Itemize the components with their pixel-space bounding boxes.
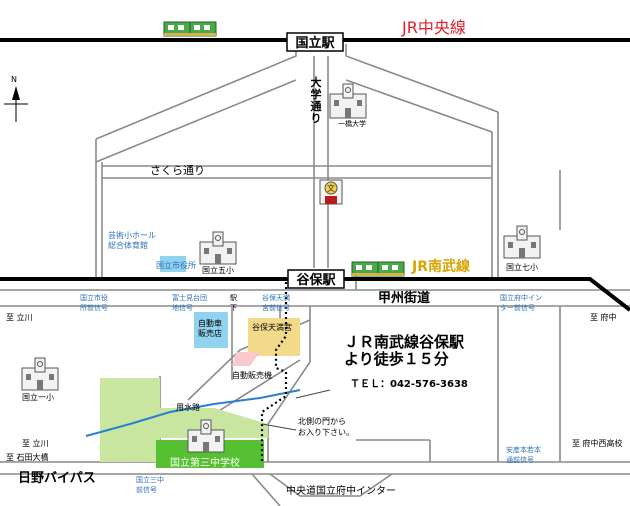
kunitachi-station-label: 国立駅: [295, 35, 335, 51]
car-dealer-label-1: 自動車: [198, 318, 222, 328]
green-area-north: [100, 378, 160, 462]
geijutsu-hall-label-1: 芸術小ホール: [108, 230, 156, 240]
signal-shiyakusho-1: 国立市役: [80, 293, 108, 302]
train-icon-chuo: [163, 21, 217, 37]
walking-route: [260, 282, 288, 462]
tenmangu-shrine-icon: 文: [319, 179, 343, 205]
yosuiro-label: 用水路: [176, 402, 200, 412]
kunitachi5-label: 国立五小: [202, 265, 234, 275]
direction-ishida-bridge: 至 石田大橋: [6, 452, 49, 462]
signal-yasaka-1: 安産本若本: [506, 445, 541, 454]
river-line: [85, 389, 301, 437]
hitotsubashi-label: 一橋大学: [338, 119, 366, 128]
kunitachi1-label: 国立一小: [22, 392, 54, 402]
signal-yasaka-2: 通前信号: [506, 455, 534, 464]
koshu-kaido-label: 甲州街道: [378, 290, 430, 306]
daigaku-dori-char: 学: [311, 87, 322, 101]
signal-shiyakusho-2: 所前信号: [80, 303, 108, 312]
note-line2: お入り下さい。: [298, 428, 354, 437]
yaho-station-box: [287, 269, 345, 289]
kunitachi1-school-icon: [21, 357, 59, 391]
direction-tachikawa-bottom: 至 立川: [22, 438, 49, 448]
chuo-line-label: JR中央線: [401, 18, 466, 37]
access-line2: より徒歩１５分: [344, 350, 449, 368]
signal-sanchu-2: 前信号: [136, 485, 157, 494]
kunitachi7-school-icon: [503, 225, 541, 259]
train-icon-nambu: [351, 261, 405, 277]
signal-inter-1: 国立府中イン: [500, 293, 542, 302]
yaho-station-label: 谷保駅: [296, 272, 336, 288]
kunitachi-station-box: [286, 32, 344, 52]
school-building-icon: [187, 419, 225, 453]
access-line1: ＪＲ南武線谷保駅: [344, 333, 465, 351]
note-leader: [261, 423, 297, 431]
compass-icon: N: [4, 75, 28, 122]
kunitachi7-label: 国立七小: [506, 262, 538, 272]
direction-fuchu-nishi: 至 府中西高校: [572, 438, 623, 448]
hitotsubashi-building-icon: [329, 83, 367, 119]
road-south-diagonal-2: [213, 359, 301, 415]
school-label: 国立第三中学校: [170, 456, 240, 469]
rail-nambu: [0, 277, 630, 312]
daigaku-dori-char: 大: [311, 75, 322, 89]
daigaku-dori-char: 通: [311, 100, 322, 113]
car-dealer2-label: 自動販売機: [232, 370, 272, 380]
road-ic-left: [269, 473, 393, 497]
car-dealer-area: [194, 312, 228, 348]
city-office-label: 国立市役所: [156, 260, 196, 270]
kunitachi5-school-icon: [199, 231, 237, 265]
pink-area: [232, 352, 260, 366]
daigaku-dori-char: り: [311, 112, 322, 125]
sakura-dori-label: さくら通り: [150, 164, 205, 177]
city-office-area: [160, 256, 186, 272]
signal-ekishita-2: 下: [230, 304, 237, 312]
direction-tachikawa-left: 至 立川: [6, 312, 33, 322]
signal-sanchu-1: 国立三中: [136, 475, 164, 484]
compass-north-label: N: [11, 75, 17, 84]
hino-bypass-label: 日野バイパス: [18, 471, 96, 486]
car-dealer-label-2: 販売店: [198, 328, 222, 338]
note-line1: 北側の門から: [298, 416, 346, 426]
signal-inter-2: ター前信号: [500, 303, 535, 312]
signal-fujimidai-1: 富士見台団: [172, 293, 207, 302]
tenmangu-label: 谷保天満宮: [252, 322, 292, 332]
svg-text:文: 文: [327, 183, 335, 193]
road-diagonal-right-inner: [345, 79, 493, 133]
signal-tenmangu-1: 谷保天満: [262, 293, 290, 302]
green-area-school-field: [160, 408, 268, 438]
signal-fujimidai-2: 地信号: [172, 303, 193, 312]
tenmangu-area: [248, 318, 300, 356]
signal-tenmangu-2: 宮前信号: [262, 303, 290, 312]
road-diagonal-right-outer: [345, 44, 499, 113]
nambu-line-label: JR南武線: [411, 258, 470, 275]
direction-fuchu-right: 至 府中: [590, 312, 617, 322]
road-diagonal-left-inner: [95, 79, 297, 163]
signal-ekishita-1: 駅: [230, 294, 237, 302]
access-leader: [295, 389, 331, 399]
road-ic-right: [251, 473, 281, 506]
geijutsu-hall-label-2: 総合体育館: [108, 240, 148, 250]
expressway-ic-label: 中央道国立府中インター: [286, 484, 396, 497]
access-tel: ＴＥＬ：042-576-3638: [350, 378, 468, 390]
